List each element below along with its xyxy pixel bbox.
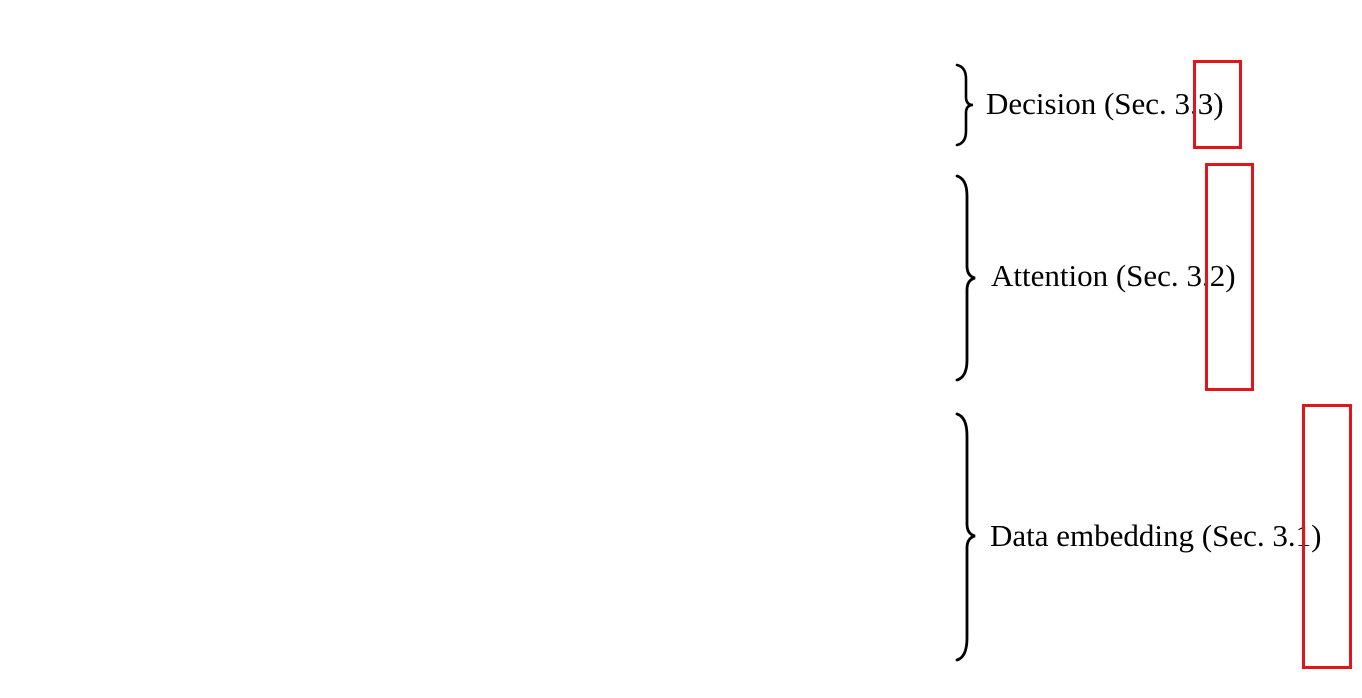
label-attention: Attention (Sec. 3.2)	[991, 260, 1236, 291]
label-close: )	[1225, 258, 1236, 293]
right-brace-icon	[954, 174, 978, 382]
highlight-box-section-3-3	[1193, 60, 1242, 149]
blank-figure-area	[0, 0, 940, 698]
label-text: Data embedding (Sec.	[990, 518, 1273, 553]
label-close: )	[1311, 518, 1322, 553]
label-close: )	[1213, 86, 1224, 121]
label-data-embedding: Data embedding (Sec. 3.1)	[990, 520, 1321, 551]
highlight-box-section-3-1	[1302, 404, 1352, 669]
label-text: Attention (Sec.	[991, 258, 1187, 293]
right-brace-icon	[954, 412, 978, 662]
label-text: Decision (Sec.	[986, 86, 1175, 121]
right-brace-icon	[954, 63, 976, 147]
label-decision: Decision (Sec. 3.3)	[986, 88, 1224, 119]
highlight-box-section-3-2	[1205, 163, 1254, 391]
